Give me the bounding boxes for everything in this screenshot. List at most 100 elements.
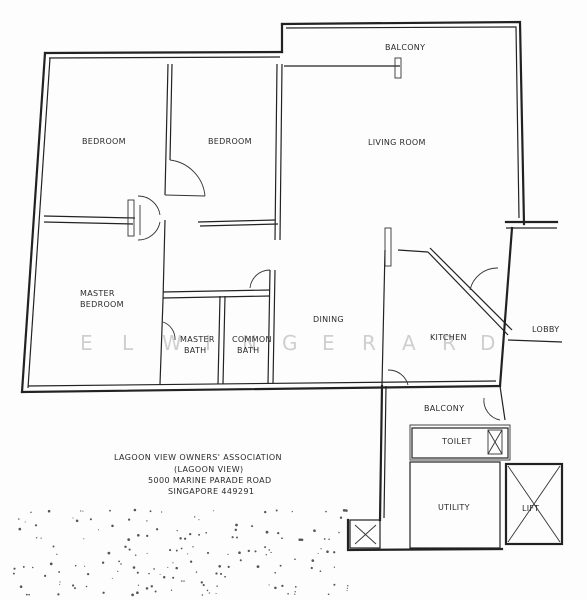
noise-dot: [117, 570, 119, 572]
noise-dot: [279, 564, 282, 567]
noise-dot: [136, 571, 139, 574]
noise-dot: [345, 509, 348, 512]
label-common-bath-2: BATH: [237, 346, 259, 355]
noise-dot: [12, 572, 15, 575]
noise-dot: [327, 593, 330, 596]
noise-dot: [127, 538, 131, 541]
noise-dot: [47, 509, 51, 513]
noise-dot: [213, 510, 215, 512]
noise-dot: [72, 517, 74, 519]
noise-dot: [19, 585, 23, 588]
label-bedroom-1: BEDROOM: [82, 137, 126, 146]
noise-dot: [323, 538, 326, 540]
noise-dot: [346, 587, 349, 589]
noise-dot: [97, 529, 100, 531]
address-line-1: LAGOON VIEW OWNERS' ASSOCIATION: [114, 453, 282, 462]
address-line-3: 5000 MARINE PARADE ROAD: [148, 476, 272, 485]
noise-dot: [133, 508, 137, 512]
noise-dot: [18, 518, 20, 520]
noise-dot: [31, 566, 34, 569]
noise-dot: [268, 549, 270, 551]
noise-dot: [74, 564, 77, 567]
noise-dot: [56, 553, 58, 555]
noise-dot: [58, 571, 61, 573]
watermark-letter: W: [162, 331, 182, 355]
noise-dot: [346, 590, 348, 592]
noise-dot: [137, 584, 140, 586]
noise-dot: [206, 551, 210, 554]
noise-dot: [274, 586, 277, 590]
noise-dot: [313, 529, 316, 533]
noise-dot: [198, 519, 200, 521]
noise-dot: [227, 565, 230, 569]
label-dining: DINING: [313, 315, 344, 324]
noise-dot: [239, 559, 242, 562]
noise-dot: [128, 548, 131, 551]
noise-dot: [169, 549, 172, 552]
noise-dot: [256, 565, 260, 568]
noise-dot: [268, 584, 270, 586]
noise-dot: [294, 586, 297, 588]
noise-dot: [22, 565, 25, 568]
internal-walls: [43, 63, 513, 386]
watermark-letter: A: [402, 331, 416, 355]
noise-dot: [236, 536, 238, 539]
noise-dot: [172, 562, 174, 564]
room-labels: BALCONY BEDROOM BEDROOM LIVING ROOM MAST…: [80, 43, 559, 513]
noise-dot: [224, 575, 226, 578]
label-master-bedroom-1: MASTER: [80, 289, 115, 298]
noise-dot: [181, 580, 183, 582]
noise-dot: [44, 574, 47, 578]
noise-dot: [328, 538, 330, 541]
service-area: [346, 339, 564, 552]
noise-dot: [30, 511, 32, 514]
noise-dot: [338, 531, 340, 534]
watermark-letter: N: [242, 331, 257, 355]
noise-dot: [311, 559, 315, 562]
noise-dot: [200, 581, 203, 584]
noise-dot: [202, 584, 205, 587]
noise-dot: [175, 549, 178, 552]
noise-dot: [25, 593, 28, 596]
noise-dot: [136, 533, 140, 537]
noise-dot: [86, 572, 90, 576]
noise-dot: [34, 524, 38, 527]
address-line-4: SINGAPORE 449291: [168, 487, 254, 496]
noise-dot: [35, 537, 38, 539]
noise-dot: [183, 580, 185, 582]
noise-dot: [325, 510, 327, 513]
noise-dot: [149, 510, 152, 513]
label-balcony-bottom: BALCONY: [424, 404, 464, 413]
noise-dot: [84, 565, 86, 567]
noise-dot: [102, 591, 105, 594]
noise-dot: [274, 571, 277, 574]
noise-dot: [216, 585, 218, 587]
noise-dot: [49, 562, 53, 566]
noise-dot: [146, 534, 149, 538]
noise-dot: [281, 537, 283, 540]
noise-dot: [59, 581, 61, 583]
noise-dot: [189, 532, 192, 536]
address-line-2: (LAGOON VIEW): [174, 465, 244, 474]
noise-dot: [162, 575, 166, 579]
noise-dot: [146, 552, 148, 554]
noise-dot: [333, 583, 336, 586]
noise-dot: [148, 572, 150, 575]
noise-dot: [150, 585, 154, 588]
noise-dot: [205, 531, 208, 534]
noise-dot: [333, 551, 336, 554]
noise-dot: [176, 529, 178, 532]
label-utility: UTILITY: [438, 503, 470, 512]
noise-dot: [300, 538, 304, 542]
watermark-letter: R: [362, 331, 376, 355]
noise-dot: [326, 550, 329, 553]
noise-dot: [136, 591, 139, 595]
noise-dot: [206, 589, 209, 592]
noise-dot: [159, 573, 161, 575]
noise-dot: [294, 591, 296, 593]
noise-dot: [281, 584, 284, 588]
noise-dot: [265, 554, 267, 556]
noise-dot: [264, 510, 267, 514]
